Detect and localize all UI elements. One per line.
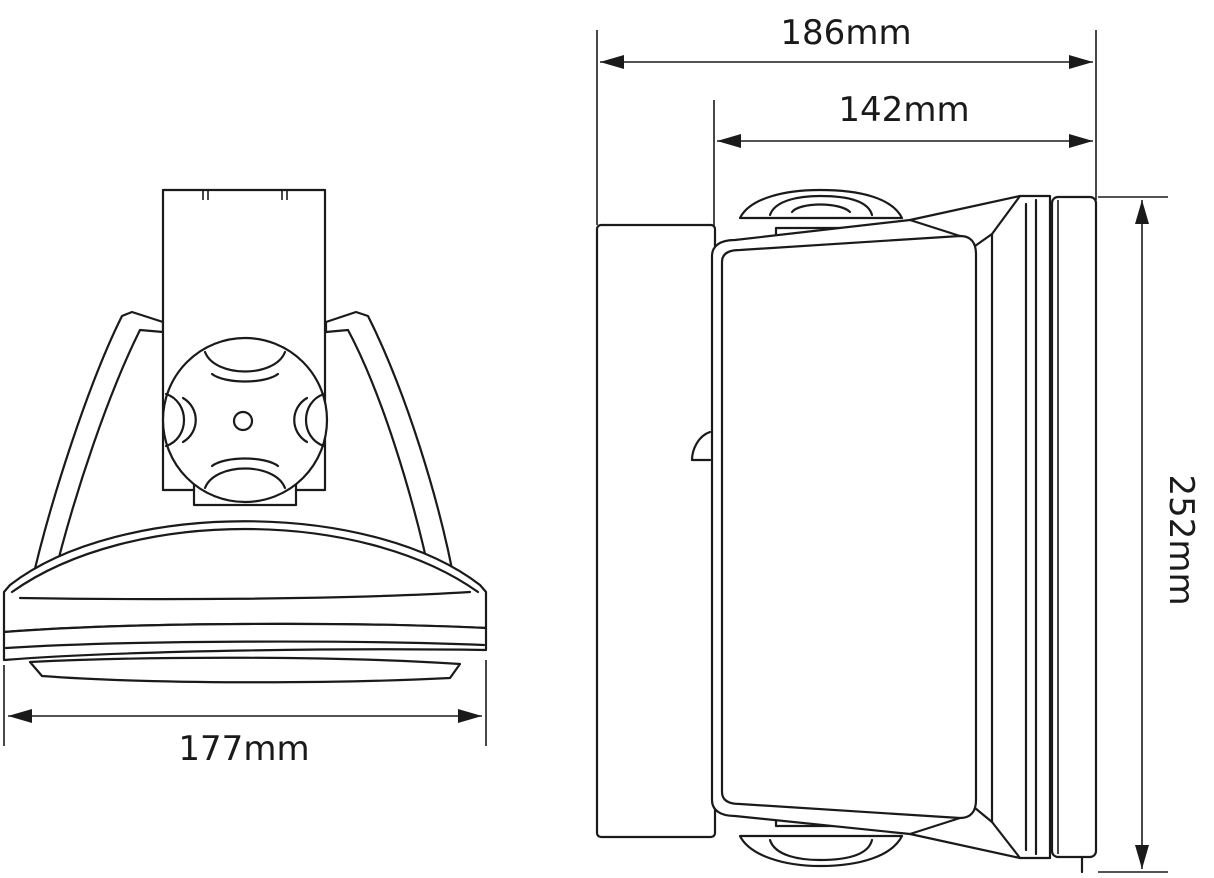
mount-knob xyxy=(161,336,329,504)
depth-overall-label: 186mm xyxy=(780,13,911,53)
bracket-arm-left xyxy=(28,310,165,592)
bracket-arm-right xyxy=(324,310,458,592)
dimension-height: 252mm xyxy=(1098,196,1201,873)
front-view: 177mm xyxy=(2,188,488,769)
width-label: 177mm xyxy=(178,729,309,769)
speaker-cabinet-side xyxy=(710,194,1098,874)
dimension-depth-overall: 186mm xyxy=(596,13,1097,225)
speaker-body-front xyxy=(2,520,488,684)
wall-plate-side xyxy=(595,223,717,839)
knob-center-hole xyxy=(232,410,254,432)
height-label: 252mm xyxy=(1161,474,1201,605)
dimension-width: 177mm xyxy=(3,660,487,769)
dimension-depth-cabinet: 142mm xyxy=(713,90,1093,370)
side-view: 186mm 142mm xyxy=(595,13,1201,874)
depth-cabinet-label: 142mm xyxy=(838,90,969,130)
